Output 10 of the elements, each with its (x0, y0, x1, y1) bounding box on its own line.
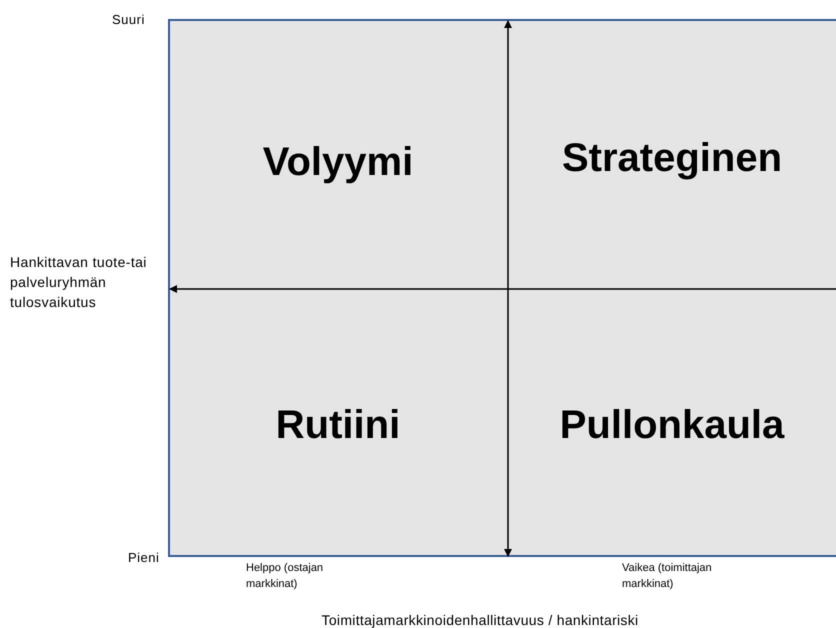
axis-label: Vaikea (toimittajan markkinat) (622, 561, 713, 592)
axis-label: Pieni (128, 549, 160, 567)
quadrant-label: Volyymi (262, 139, 414, 186)
quadrant-label: Pullonkaula (558, 402, 786, 449)
axis-label: Helppo (ostajan markkinat) (246, 561, 324, 592)
axis-label: Toimittajamarkkinoidenhallittavuus / hankintariski (320, 611, 640, 628)
axis-label: Hankittavan tuote-tai palveluryhmän tulosvaikutus (10, 253, 148, 312)
quadrant-label: Strateginen (560, 135, 784, 182)
quadrant-label: Rutiini (274, 402, 402, 449)
axis-label: Suuri (112, 11, 145, 29)
